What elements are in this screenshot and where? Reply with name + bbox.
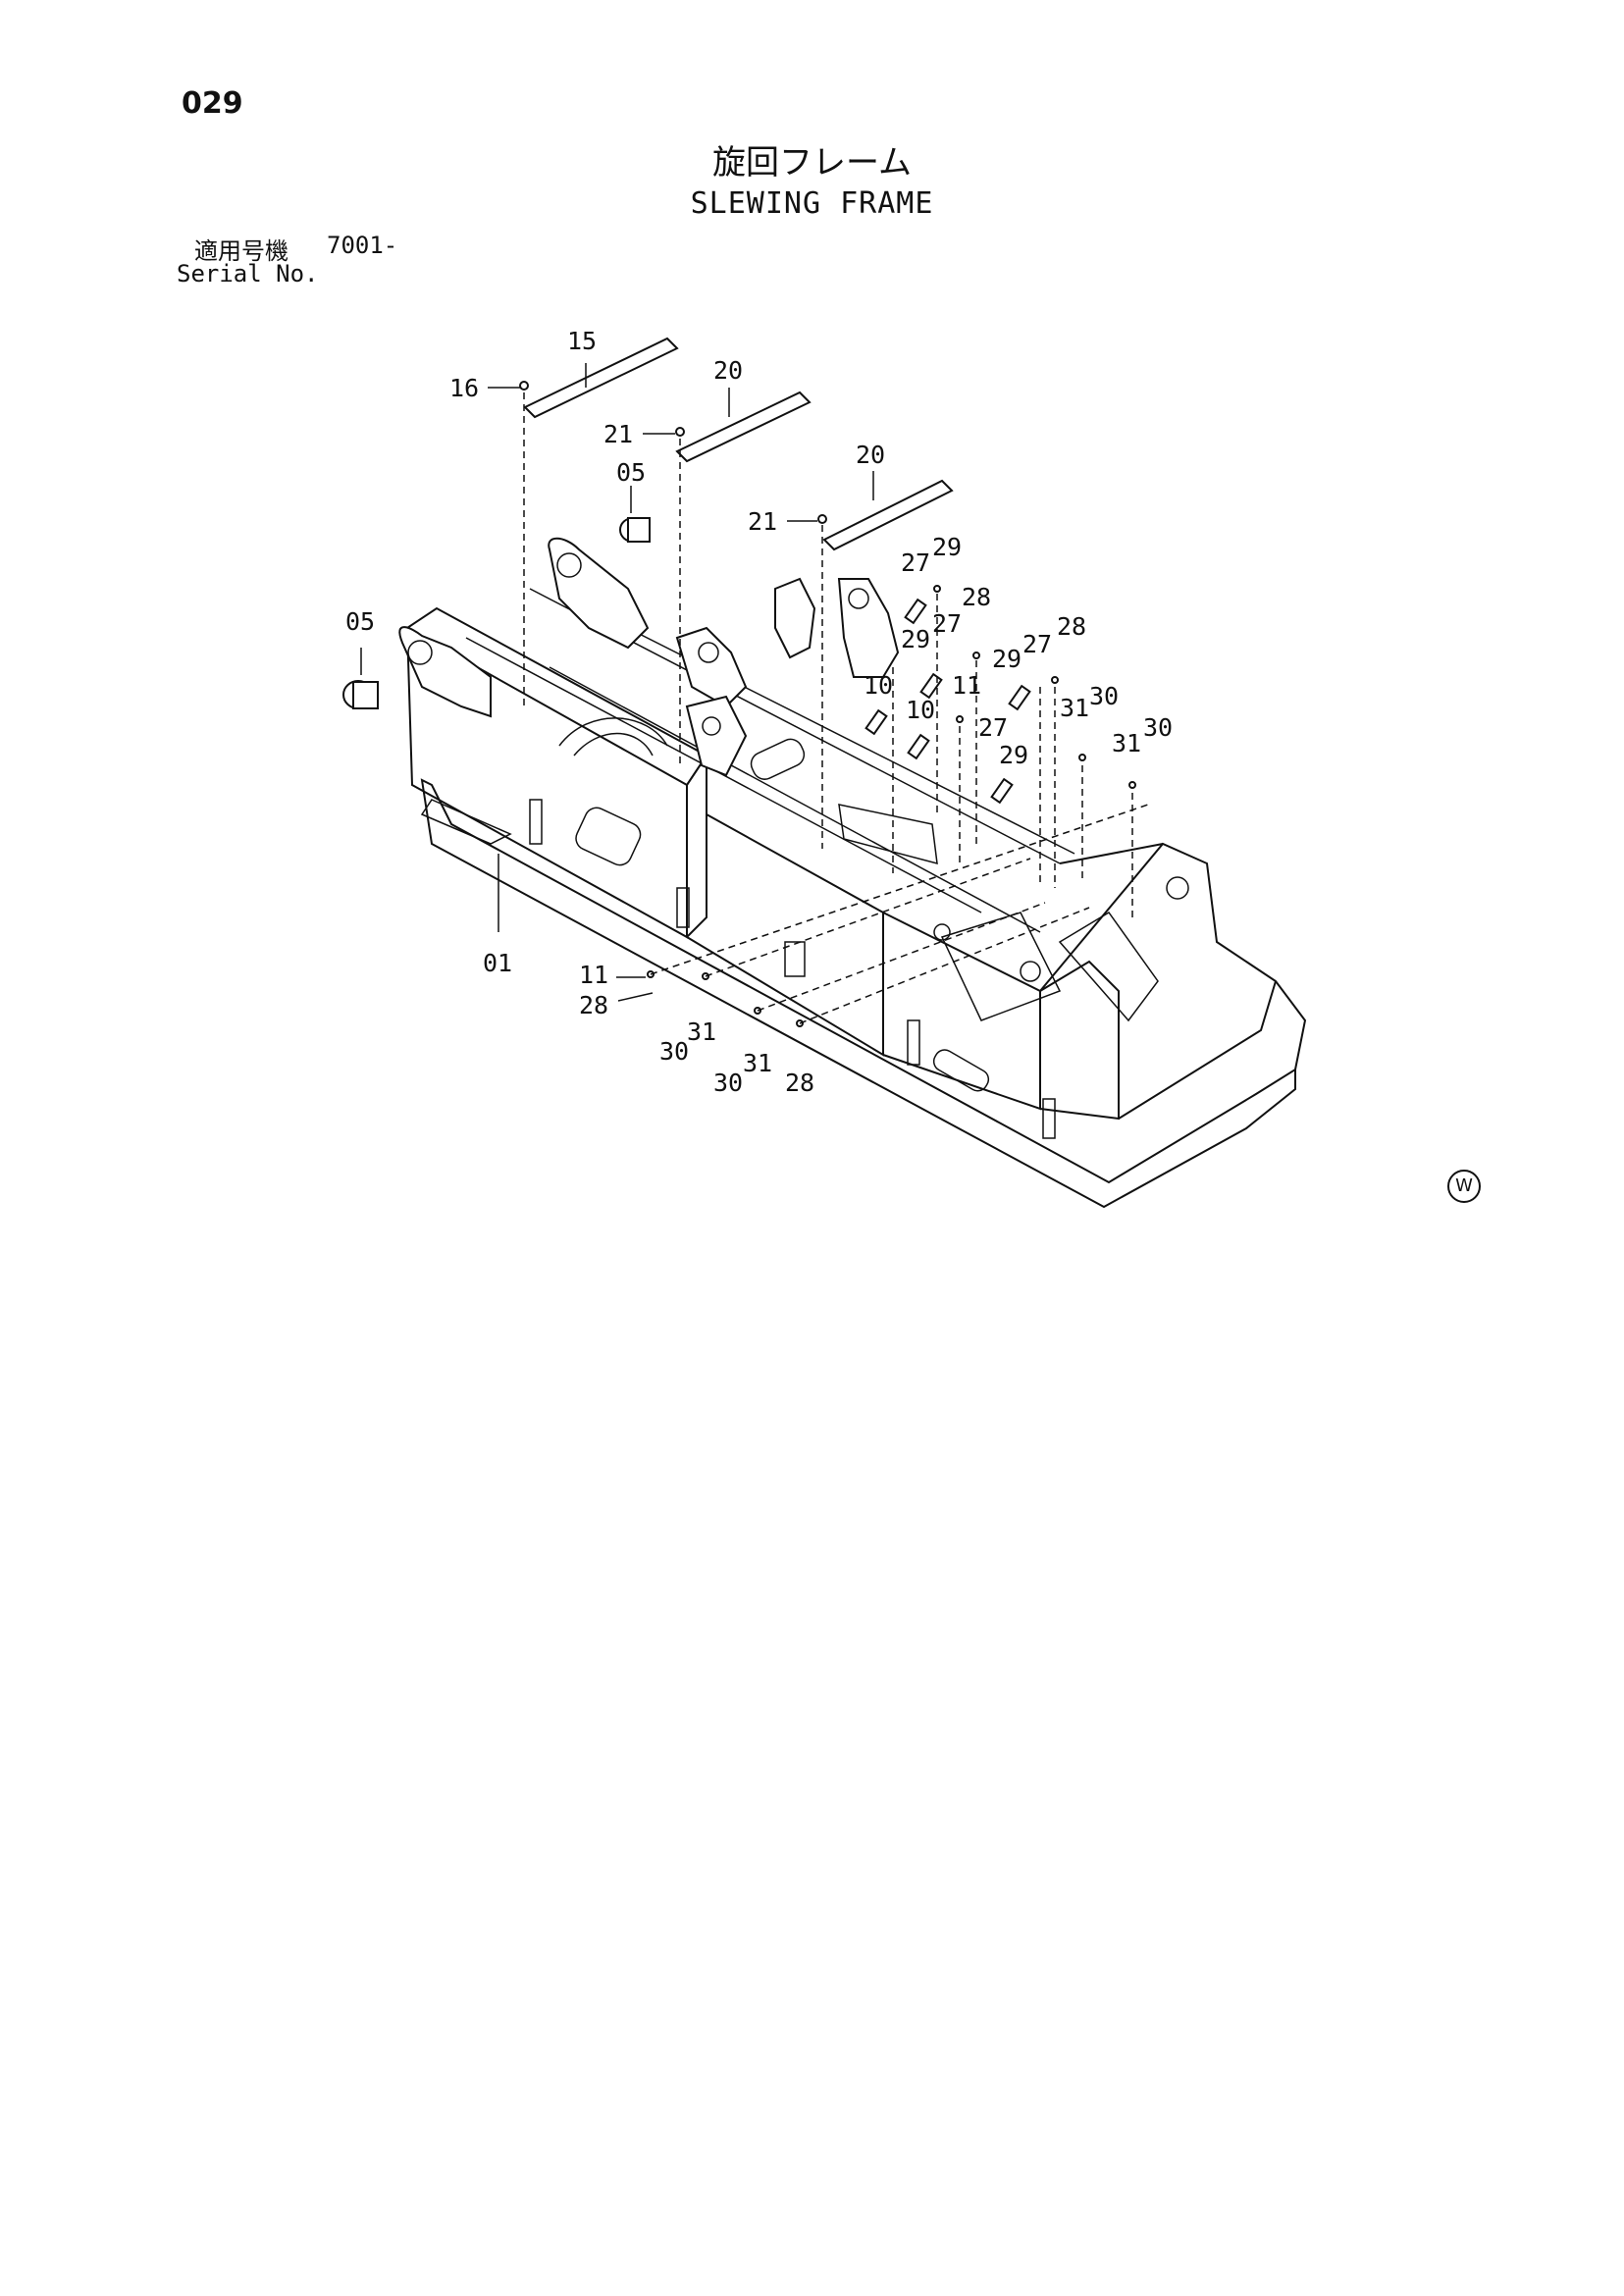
version-mark-icon: W [1447,1170,1481,1203]
part-labels: 15 16 20 21 05 20 21 05 27 29 28 29 27 2… [345,327,1173,1097]
page-title-japanese: 旋回フレーム [712,143,912,183]
part-label: 11 [579,961,608,989]
page-title-english: SLEWING FRAME [690,186,934,221]
part-label: 31 [1112,729,1141,757]
part-label: 29 [992,645,1022,673]
top-cover-parts [519,337,1136,1027]
part-label: 28 [962,583,991,611]
leader-lines [360,363,874,1002]
serial-label-japanese: 適用号機 [194,237,288,265]
part-label: 15 [567,327,597,355]
part-label: 30 [1143,713,1173,742]
serial-label-english: Serial No. [177,260,319,287]
part-label: 05 [345,607,375,636]
part-label: 28 [1057,612,1086,641]
frame-drawing [342,517,1307,1209]
part-label: 31 [743,1049,772,1077]
part-label: 27 [932,609,962,638]
part-label: 31 [1060,694,1089,722]
page-number: 029 [182,86,243,121]
part-label: 29 [901,625,930,653]
serial-value: 7001- [327,232,398,259]
part-label: 01 [483,949,512,977]
part-label: 21 [603,420,633,448]
part-label: 20 [856,441,885,469]
part-label: 28 [579,991,608,1019]
part-label: 16 [449,374,479,402]
part-label: 05 [616,458,646,487]
part-label: 27 [901,548,930,577]
part-label: 29 [932,533,962,561]
part-label: 30 [1089,682,1119,710]
part-label: 21 [748,507,777,536]
assembly-lines [523,392,1149,1024]
part-label: 10 [906,696,935,724]
part-label: 29 [999,741,1028,769]
part-label: 27 [1022,630,1052,658]
part-label: 11 [952,671,981,700]
part-label: 30 [659,1037,689,1066]
part-label: 30 [713,1069,743,1097]
part-label: 10 [864,671,893,700]
part-label: 28 [785,1069,814,1097]
part-label: 31 [687,1018,716,1046]
part-label: 27 [978,713,1008,742]
part-label: 20 [713,356,743,385]
